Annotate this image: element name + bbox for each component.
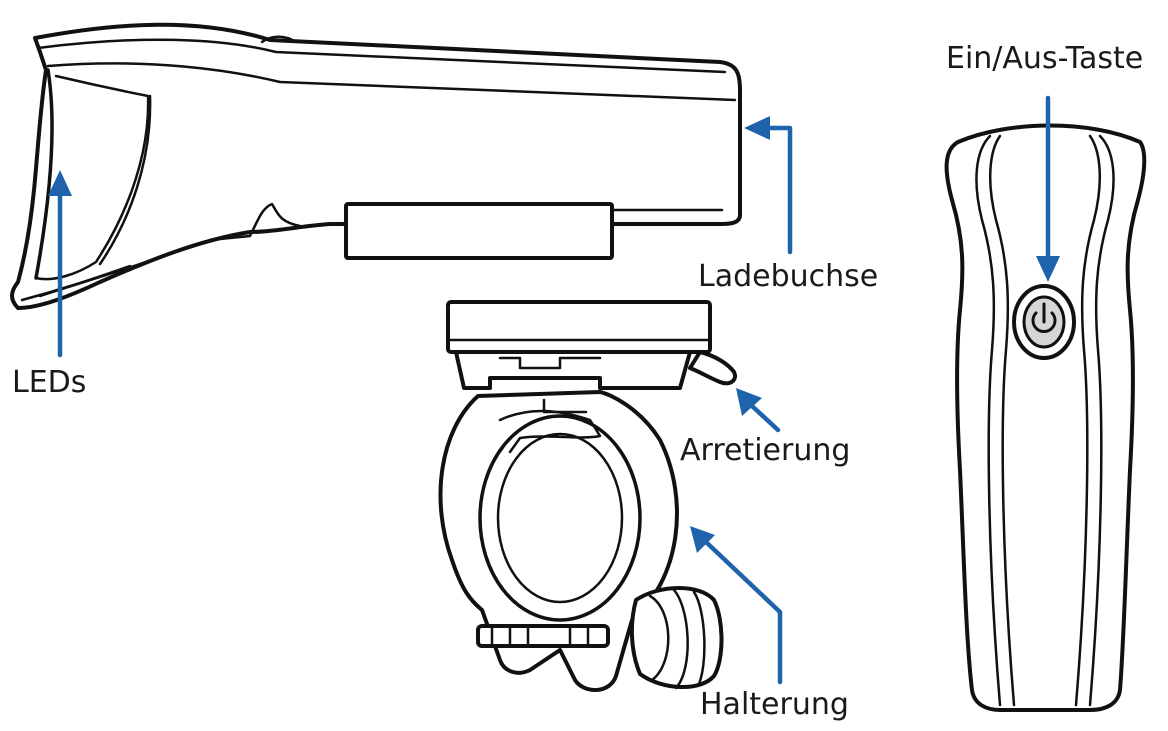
ladebuchse-label: Ladebuchse (698, 262, 878, 292)
halterung-label: Halterung (700, 690, 849, 720)
power-button-label: Ein/Aus-Taste (946, 44, 1143, 74)
bike-light-top-view (947, 126, 1145, 711)
arretierung-callout-arrow (736, 388, 778, 430)
handlebar-mount (440, 302, 735, 690)
leds-label: LEDs (12, 368, 86, 398)
arretierung-label: Arretierung (680, 436, 850, 466)
ladebuchse-callout-arrow (744, 116, 790, 252)
bike-light-side-view (12, 25, 740, 308)
